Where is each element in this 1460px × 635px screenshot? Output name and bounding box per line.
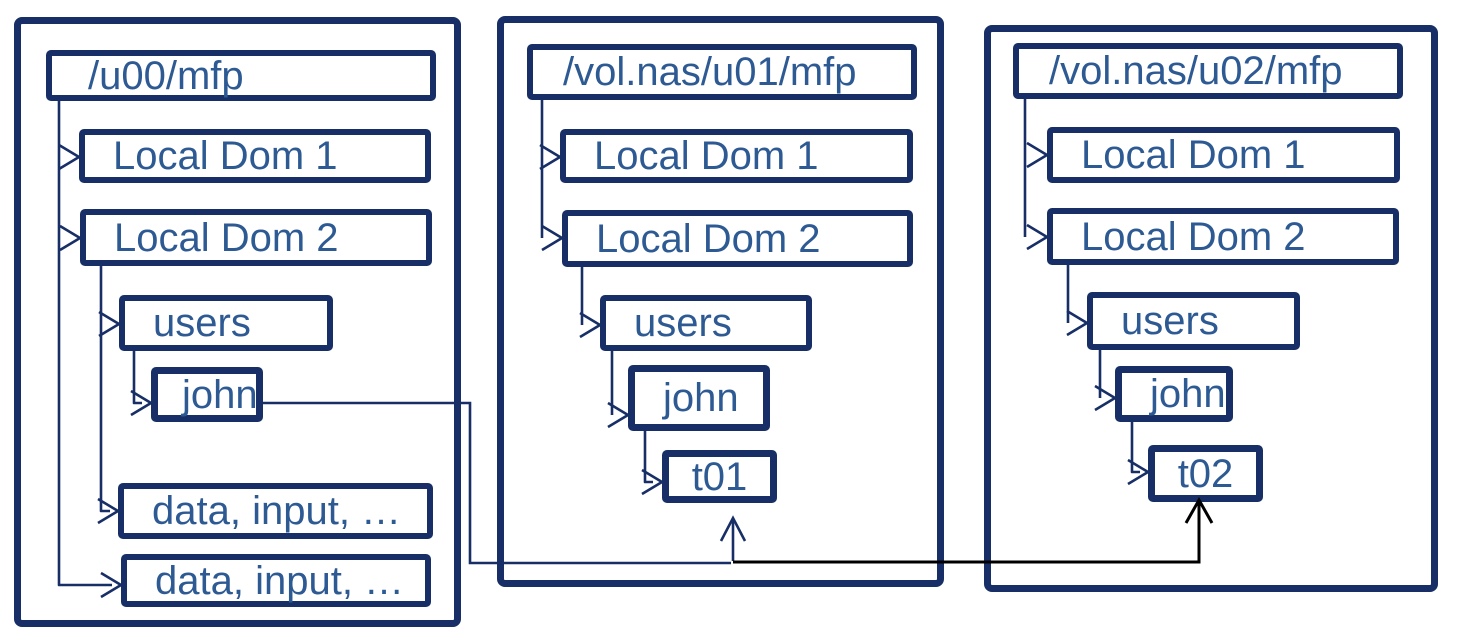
node-root-vol-nas-u02-mfp: /vol.nas/u02/mfp xyxy=(1013,43,1403,99)
node-users: users xyxy=(119,295,333,351)
node-local-dom-1: Local Dom 1 xyxy=(1047,127,1400,183)
panel-vol-nas-u01-mfp xyxy=(497,16,944,587)
node-users: users xyxy=(1087,292,1300,350)
node-root-vol-nas-u01-mfp: /vol.nas/u01/mfp xyxy=(527,44,917,100)
node-local-dom-2: Local Dom 2 xyxy=(562,210,913,267)
node-local-dom-1: Local Dom 1 xyxy=(560,129,913,183)
node-t01: t01 xyxy=(662,450,777,503)
node-t02: t02 xyxy=(1148,445,1263,502)
node-root-u00-mfp: /u00/mfp xyxy=(46,50,436,101)
node-data-input-1: data, input, … xyxy=(118,483,433,539)
node-john: john xyxy=(628,365,770,431)
node-local-dom-1: Local Dom 1 xyxy=(79,129,431,183)
node-users: users xyxy=(600,295,812,351)
node-local-dom-2: Local Dom 2 xyxy=(80,209,432,266)
panel-u00-mfp xyxy=(14,17,461,627)
node-john: john xyxy=(151,367,263,422)
panel-vol-nas-u02-mfp xyxy=(984,25,1438,592)
node-data-input-2: data, input, … xyxy=(121,554,431,607)
node-local-dom-2: Local Dom 2 xyxy=(1047,208,1399,265)
node-john: john xyxy=(1115,366,1233,422)
